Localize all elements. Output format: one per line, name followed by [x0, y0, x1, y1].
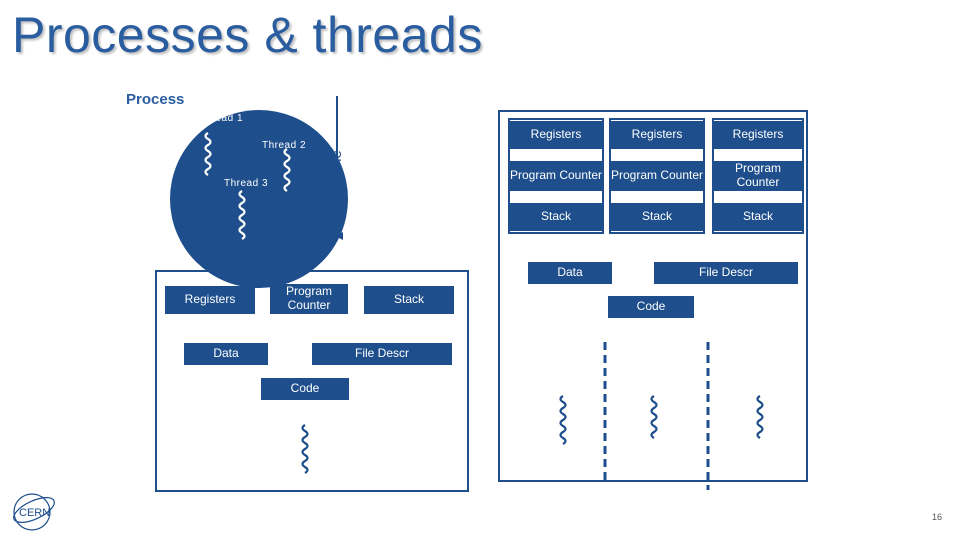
thread-2-label: Thread 2	[262, 140, 307, 151]
single-stack-box: Stack	[364, 286, 454, 314]
single-data-box: Data	[184, 343, 268, 365]
multi-thread-process-frame	[498, 110, 808, 482]
cern-logo-text: CERN	[19, 507, 50, 519]
process-circle	[170, 110, 348, 288]
thread-3-program-counter-box: Program Counter	[712, 161, 804, 191]
multi-data-box: Data	[528, 262, 612, 284]
single-thread-process-frame	[155, 270, 469, 492]
thread-1-squiggle	[204, 132, 212, 176]
single-code-box: Code	[261, 378, 349, 400]
multi-file-descr-box: File Descr	[654, 262, 798, 284]
thread-3-label: Thread 3	[224, 178, 269, 189]
thread-1-program-counter-box: Program Counter	[508, 161, 604, 191]
thread-2-registers-box: Registers	[609, 121, 705, 149]
thread-1-registers-box: Registers	[508, 121, 604, 149]
thread-1-stack-box: Stack	[508, 203, 604, 231]
thread-2-stack-box: Stack	[609, 203, 705, 231]
multi-code-box: Code	[608, 296, 694, 318]
thread-1-label: Thread 1	[199, 113, 244, 124]
multi-thread-3-squiggle	[756, 395, 764, 439]
thread-3-stack-box: Stack	[712, 203, 804, 231]
single-thread-squiggle	[301, 424, 309, 474]
cern-logo: CERN	[13, 493, 55, 531]
multi-thread-2-squiggle	[650, 395, 658, 439]
single-program-counter-box: Program Counter	[270, 284, 348, 314]
page-title: Processes & threads	[12, 7, 483, 63]
thread-2-squiggle	[283, 148, 291, 192]
single-registers-box: Registers	[165, 286, 255, 314]
single-file-descr-box: File Descr	[312, 343, 452, 365]
thread-2-program-counter-box: Program Counter	[609, 161, 705, 191]
thread-3-squiggle	[238, 190, 246, 240]
process-label: Process	[126, 91, 185, 108]
multi-thread-1-squiggle	[559, 395, 567, 445]
thread-3-registers-box: Registers	[712, 121, 804, 149]
page-number: 16	[932, 512, 943, 522]
